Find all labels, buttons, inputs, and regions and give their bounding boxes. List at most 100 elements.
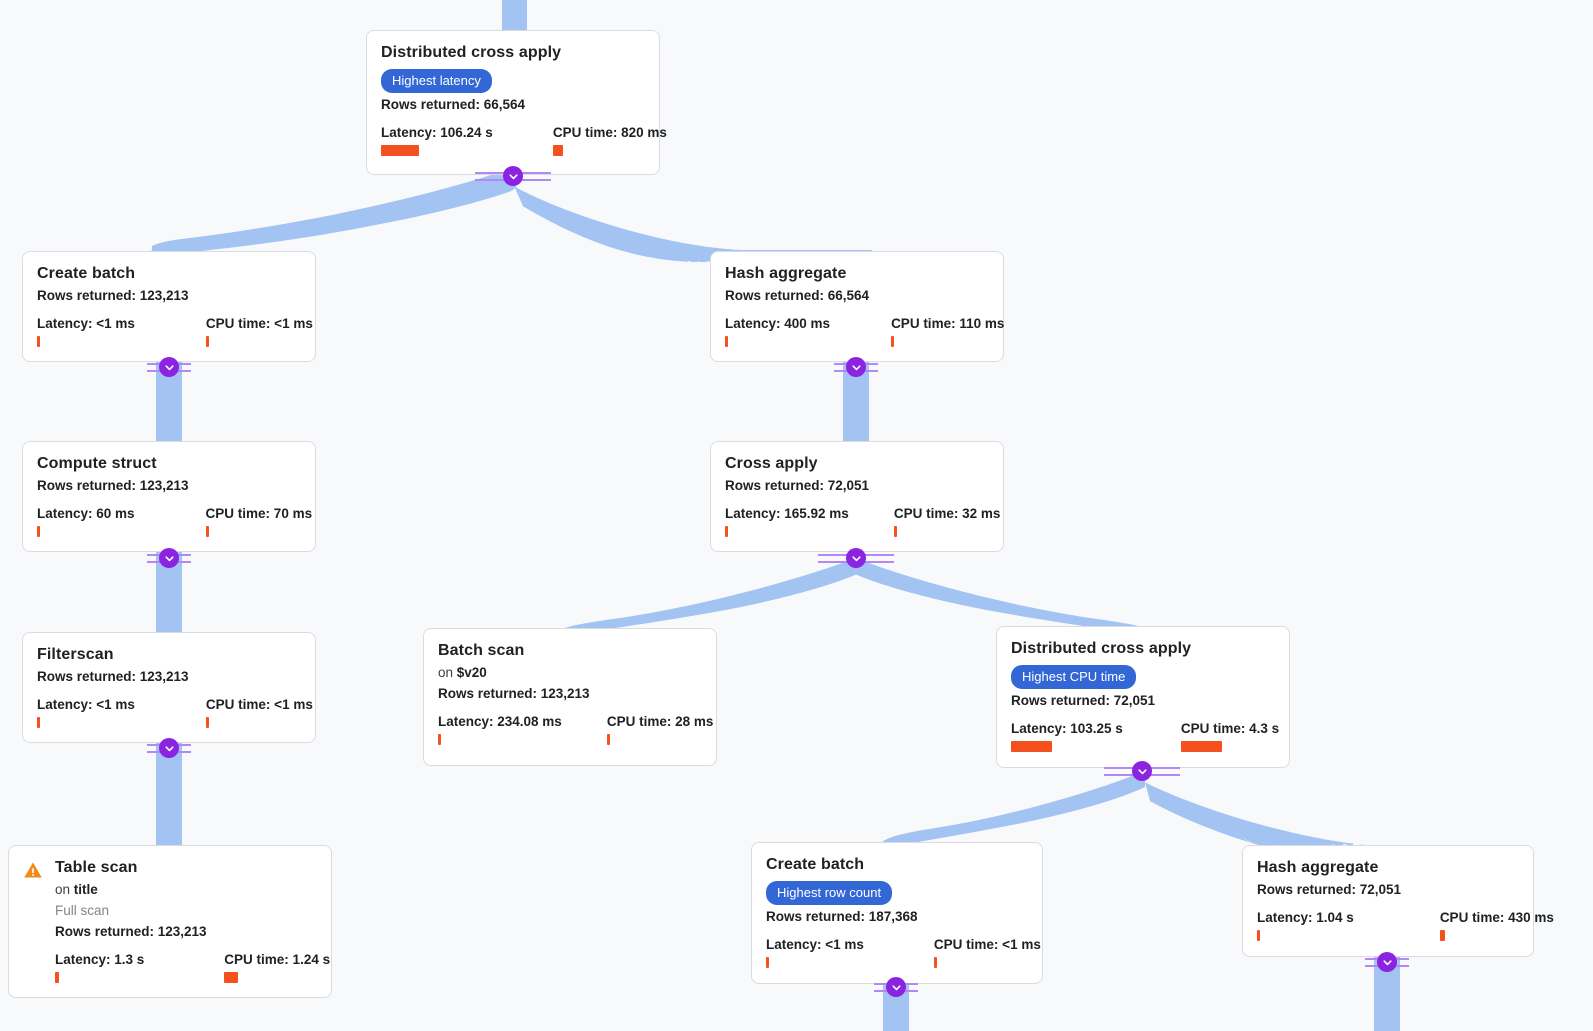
- node-rows-returned: Rows returned: 72,051: [725, 478, 870, 493]
- cpu-time-bar: [933, 957, 937, 968]
- latency-bar: [381, 145, 419, 156]
- chevron-down-icon[interactable]: [846, 357, 866, 377]
- node-rows-returned: Rows returned: 66,564: [725, 288, 870, 303]
- node-metrics: Latency: 60 ms CPU time: 70 ms: [37, 506, 312, 537]
- cpu-metric: CPU time: 4.3 s: [1180, 721, 1279, 752]
- latency-label: Latency: 1.04 s: [1257, 910, 1354, 925]
- connector-hash-aggregate-lower[interactable]: [1365, 951, 1409, 973]
- chevron-down-icon[interactable]: [886, 977, 906, 997]
- cpu-metric: CPU time: 430 ms: [1439, 910, 1554, 941]
- connector-create-batch-left[interactable]: [147, 356, 191, 378]
- node-metrics: Latency: 106.24 s CPU time: 820 ms: [381, 125, 667, 156]
- chevron-down-icon[interactable]: [846, 548, 866, 568]
- latency-metric: Latency: <1 ms: [37, 316, 135, 347]
- edge-root-to-create-batch: [152, 180, 508, 252]
- warning-triangle-icon: [23, 860, 43, 880]
- edge-root-to-create-batch-main: [151, 174, 516, 253]
- node-title: Compute struct: [37, 455, 157, 472]
- latency-bar: [55, 972, 59, 983]
- connector-create-batch-lower[interactable]: [874, 976, 918, 998]
- cpu-metric: CPU time: 110 ms: [891, 316, 1004, 347]
- chevron-down-icon[interactable]: [1377, 952, 1397, 972]
- connector-rail-right: [1150, 766, 1180, 776]
- latency-metric: Latency: 1.04 s: [1257, 910, 1354, 941]
- cpu-time-bar: [205, 526, 209, 537]
- latency-metric: Latency: <1 ms: [37, 697, 135, 728]
- connector-rail-right: [521, 171, 551, 181]
- latency-bar: [37, 717, 40, 728]
- connector-distributed-cross-apply-lower[interactable]: [1104, 760, 1180, 782]
- connector-cross-apply[interactable]: [818, 547, 894, 569]
- cpu-metric: CPU time: 70 ms: [205, 506, 313, 537]
- node-title: Distributed cross apply: [1011, 640, 1192, 657]
- connector-rail-right: [1395, 957, 1409, 967]
- latency-bar: [1257, 930, 1260, 941]
- chevron-down-icon[interactable]: [159, 548, 179, 568]
- connector-compute-struct[interactable]: [147, 547, 191, 569]
- connector-rail-left: [1104, 766, 1134, 776]
- node-metrics: Latency: 234.08 ms CPU time: 28 ms: [438, 714, 713, 745]
- connector-rail-left: [818, 553, 848, 563]
- chevron-down-icon[interactable]: [1132, 761, 1152, 781]
- connector-rail-left: [475, 171, 505, 181]
- cpu-time-bar: [552, 145, 563, 156]
- node-note: Full scan: [55, 903, 110, 918]
- connector-rail-right: [864, 362, 878, 372]
- node-metrics: Latency: <1 ms CPU time: <1 ms: [37, 697, 313, 728]
- edge-distributed-to-hash-aggregate: [1143, 781, 1410, 855]
- latency-label: Latency: <1 ms: [766, 937, 864, 952]
- cpu-metric: CPU time: <1 ms: [205, 316, 313, 347]
- connector-rail-right: [904, 982, 918, 992]
- connector-filterscan[interactable]: [147, 737, 191, 759]
- node-title: Table scan: [55, 859, 138, 876]
- cpu-time-label: CPU time: <1 ms: [205, 697, 313, 712]
- connector-rail-left: [834, 362, 848, 372]
- connector-rail-left: [147, 553, 161, 563]
- connector-hash-aggregate-upper[interactable]: [834, 356, 878, 378]
- chevron-down-icon[interactable]: [159, 357, 179, 377]
- cpu-metric: CPU time: 28 ms: [606, 714, 713, 745]
- latency-metric: Latency: 234.08 ms: [438, 714, 562, 745]
- chevron-down-icon[interactable]: [159, 738, 179, 758]
- cpu-time-label: CPU time: 110 ms: [891, 316, 1005, 331]
- latency-metric: Latency: 60 ms: [37, 506, 135, 537]
- cpu-time-label: CPU time: <1 ms: [933, 937, 1041, 952]
- cpu-metric: CPU time: <1 ms: [933, 937, 1041, 968]
- edge-root-to-create-batch-body: [150, 178, 510, 252]
- latency-metric: Latency: <1 ms: [766, 937, 864, 968]
- latency-label: Latency: <1 ms: [37, 697, 135, 712]
- latency-label: Latency: 106.24 s: [381, 125, 493, 140]
- node-badge: Highest row count: [766, 881, 893, 905]
- edge-distributed-to-create-batch: [882, 776, 1145, 845]
- cpu-time-bar: [1439, 930, 1445, 941]
- latency-label: Latency: <1 ms: [37, 316, 135, 331]
- latency-metric: Latency: 1.3 s: [55, 952, 144, 983]
- cpu-metric: CPU time: 820 ms: [552, 125, 667, 156]
- chevron-down-icon[interactable]: [503, 166, 523, 186]
- node-rows-returned: Rows returned: 72,051: [1011, 693, 1156, 708]
- cpu-metric: CPU time: 32 ms: [893, 506, 1000, 537]
- connector-root[interactable]: [475, 165, 551, 187]
- cpu-time-bar: [893, 526, 897, 537]
- latency-metric: Latency: 106.24 s: [381, 125, 493, 156]
- node-title: Cross apply: [725, 455, 818, 472]
- cpu-time-bar: [205, 717, 209, 728]
- latency-bar: [1011, 741, 1052, 752]
- cpu-time-label: CPU time: 70 ms: [205, 506, 313, 521]
- edge-root-to-hash-aggregate: [512, 186, 872, 262]
- node-on-label: on $v20: [438, 665, 487, 680]
